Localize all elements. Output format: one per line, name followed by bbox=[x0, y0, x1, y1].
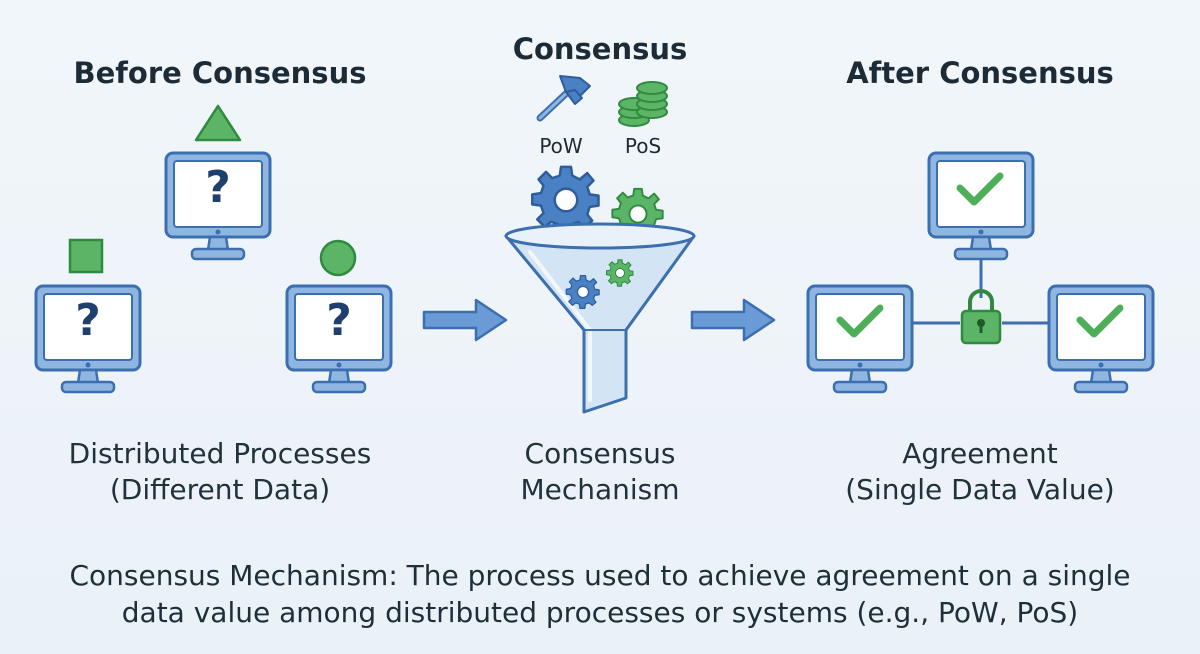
definition-line-2: data value among distributed processes o… bbox=[121, 596, 1079, 629]
checkmark-icon bbox=[836, 304, 884, 338]
gear-icon bbox=[565, 274, 600, 310]
after-consensus-title: After Consensus bbox=[846, 56, 1114, 90]
before-caption-line2: (Different Data) bbox=[109, 473, 331, 506]
pos-label: PoS bbox=[624, 134, 662, 158]
checkmark-icon bbox=[956, 172, 1004, 206]
pow-label: PoW bbox=[539, 134, 583, 158]
circle-shape bbox=[319, 239, 357, 277]
question-mark-icon: ? bbox=[75, 295, 101, 346]
before-caption: Distributed Processes (Different Data) bbox=[20, 436, 420, 508]
after-caption: Agreement (Single Data Value) bbox=[780, 436, 1180, 508]
arrow-to-agreement bbox=[690, 298, 776, 342]
after-caption-line1: Agreement bbox=[902, 437, 1058, 470]
consensus-caption-line1: Consensus bbox=[524, 437, 676, 470]
consensus-title: Consensus bbox=[512, 32, 688, 66]
square-shape bbox=[68, 238, 104, 274]
consensus-caption-line2: Mechanism bbox=[520, 473, 680, 506]
hammer-icon bbox=[536, 75, 591, 122]
question-mark-icon: ? bbox=[326, 295, 352, 346]
monitor-after-left bbox=[806, 284, 914, 394]
after-caption-line2: (Single Data Value) bbox=[845, 473, 1115, 506]
coin-stack-icon bbox=[618, 81, 668, 127]
monitor-after-top bbox=[927, 151, 1035, 261]
funnel-icon bbox=[504, 222, 696, 414]
before-consensus-title: Before Consensus bbox=[73, 56, 367, 90]
triangle-shape bbox=[194, 104, 242, 142]
definition-line-1: Consensus Mechanism: The process used to… bbox=[69, 559, 1131, 592]
gear-icon bbox=[606, 259, 634, 287]
arrow-to-consensus bbox=[422, 298, 508, 342]
question-mark-icon: ? bbox=[205, 162, 231, 213]
consensus-caption: Consensus Mechanism bbox=[460, 436, 740, 508]
checkmark-icon bbox=[1076, 304, 1124, 338]
monitor-after-right bbox=[1047, 284, 1155, 394]
before-caption-line1: Distributed Processes bbox=[68, 437, 372, 470]
padlock-icon bbox=[960, 289, 1002, 345]
